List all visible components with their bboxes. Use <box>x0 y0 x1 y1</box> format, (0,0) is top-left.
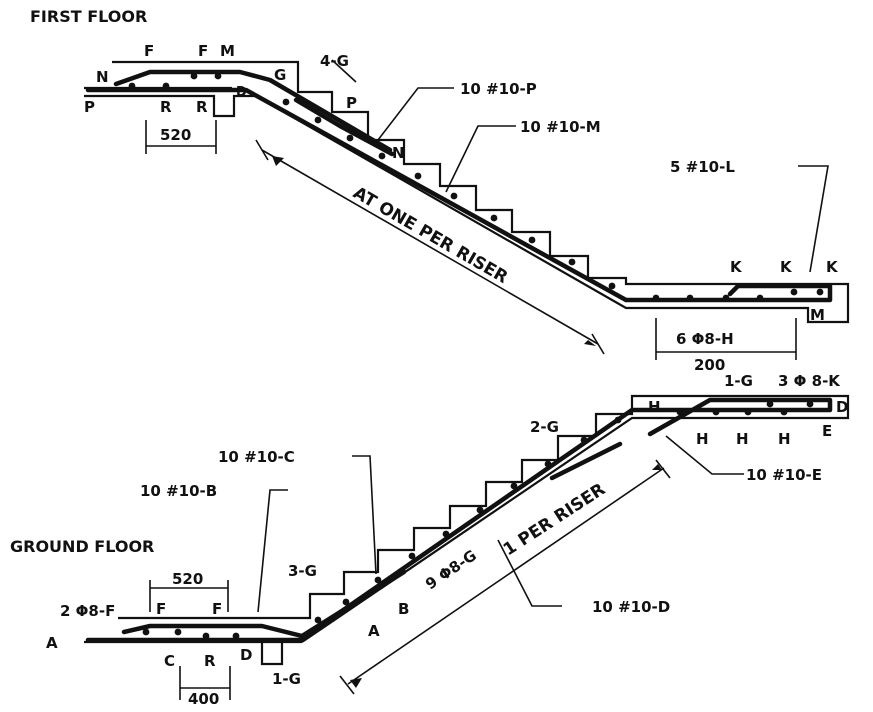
lower-letter-r: R <box>204 652 216 670</box>
callout-6-8-h: 6 Φ8-H <box>676 330 734 348</box>
lower-letter-f1: F <box>156 600 166 618</box>
upper-leader-lines <box>331 59 829 273</box>
callout-10-10-m: 10 #10-M <box>520 118 601 136</box>
upper-letter-p-bar: P <box>346 94 357 112</box>
lower-letter-d-right: D <box>836 398 848 416</box>
lower-distribution-dots <box>142 400 814 640</box>
callout-10-10-b: 10 #10-B <box>140 482 217 500</box>
lower-letter-d-bottom: D <box>240 646 252 664</box>
callout-3-8-k: 3 Φ 8-K <box>778 372 841 390</box>
callout-3g: 3-G <box>288 562 317 580</box>
callout-1g-bottom: 1-G <box>272 670 301 688</box>
lower-letter-h1: H <box>696 430 709 448</box>
upper-top-bar <box>113 69 393 153</box>
upper-letter-k1: K <box>730 258 743 276</box>
lower-letter-f2: F <box>212 600 222 618</box>
upper-letter-r2: R <box>196 98 208 116</box>
callout-5-10-l: 5 #10-L <box>670 158 735 176</box>
upper-dim-200: 200 <box>694 356 725 374</box>
lower-letter-h-top: H <box>648 398 661 416</box>
callout-10-10-d: 10 #10-D <box>592 598 670 616</box>
upper-p-bar <box>293 97 395 157</box>
upper-letter-k3: K <box>826 258 839 276</box>
upper-letter-f1: F <box>144 42 154 60</box>
lower-dim-520: 520 <box>172 570 203 588</box>
first-floor-label: FIRST FLOOR <box>30 7 147 26</box>
lower-letter-b-bar: B <box>398 600 409 618</box>
upper-letter-f2: F <box>198 42 208 60</box>
lower-letter-h3: H <box>778 430 791 448</box>
lower-main-bar <box>85 397 833 643</box>
lower-letter-c: C <box>164 652 175 670</box>
upper-distribution-dots <box>128 72 824 302</box>
lower-flight <box>84 394 850 700</box>
upper-letter-n: N <box>96 68 109 86</box>
lower-letter-a: A <box>46 634 58 652</box>
upper-letter-n-bar: N <box>392 144 405 162</box>
callout-2-8-f: 2 Φ8-F <box>60 602 115 620</box>
upper-dim-520: 520 <box>160 126 191 144</box>
upper-letter-m-right: M <box>810 306 825 324</box>
callout-1g-top: 1-G <box>724 372 753 390</box>
upper-flight <box>84 59 850 360</box>
callout-4g: 4-G <box>320 52 349 70</box>
lower-letter-h2: H <box>736 430 749 448</box>
callout-10-10-p: 10 #10-P <box>460 80 537 98</box>
lower-letter-a-bar: A <box>368 622 380 640</box>
upper-letter-d: D <box>236 85 247 100</box>
callout-10-10-c: 10 #10-C <box>218 448 295 466</box>
lower-2g-bar <box>549 441 623 481</box>
lower-dim-400: 400 <box>188 690 219 708</box>
upper-letter-g: G <box>274 66 286 84</box>
lower-top-bar <box>121 569 407 639</box>
lower-letter-e: E <box>822 422 832 440</box>
upper-main-bar <box>85 87 833 303</box>
lower-dimensions <box>149 459 671 700</box>
callout-10-10-e: 10 #10-E <box>746 466 822 484</box>
upper-span-note: AT ONE PER RISER <box>350 183 512 288</box>
upper-letter-m-top: M <box>220 42 235 60</box>
lower-leader-lines <box>257 435 744 613</box>
upper-letter-p-left: P <box>84 98 95 116</box>
ground-floor-label: GROUND FLOOR <box>10 537 154 556</box>
upper-letter-k2: K <box>780 258 793 276</box>
upper-dimensions <box>145 120 797 360</box>
upper-letter-r1: R <box>160 98 172 116</box>
callout-2g: 2-G <box>530 418 559 436</box>
